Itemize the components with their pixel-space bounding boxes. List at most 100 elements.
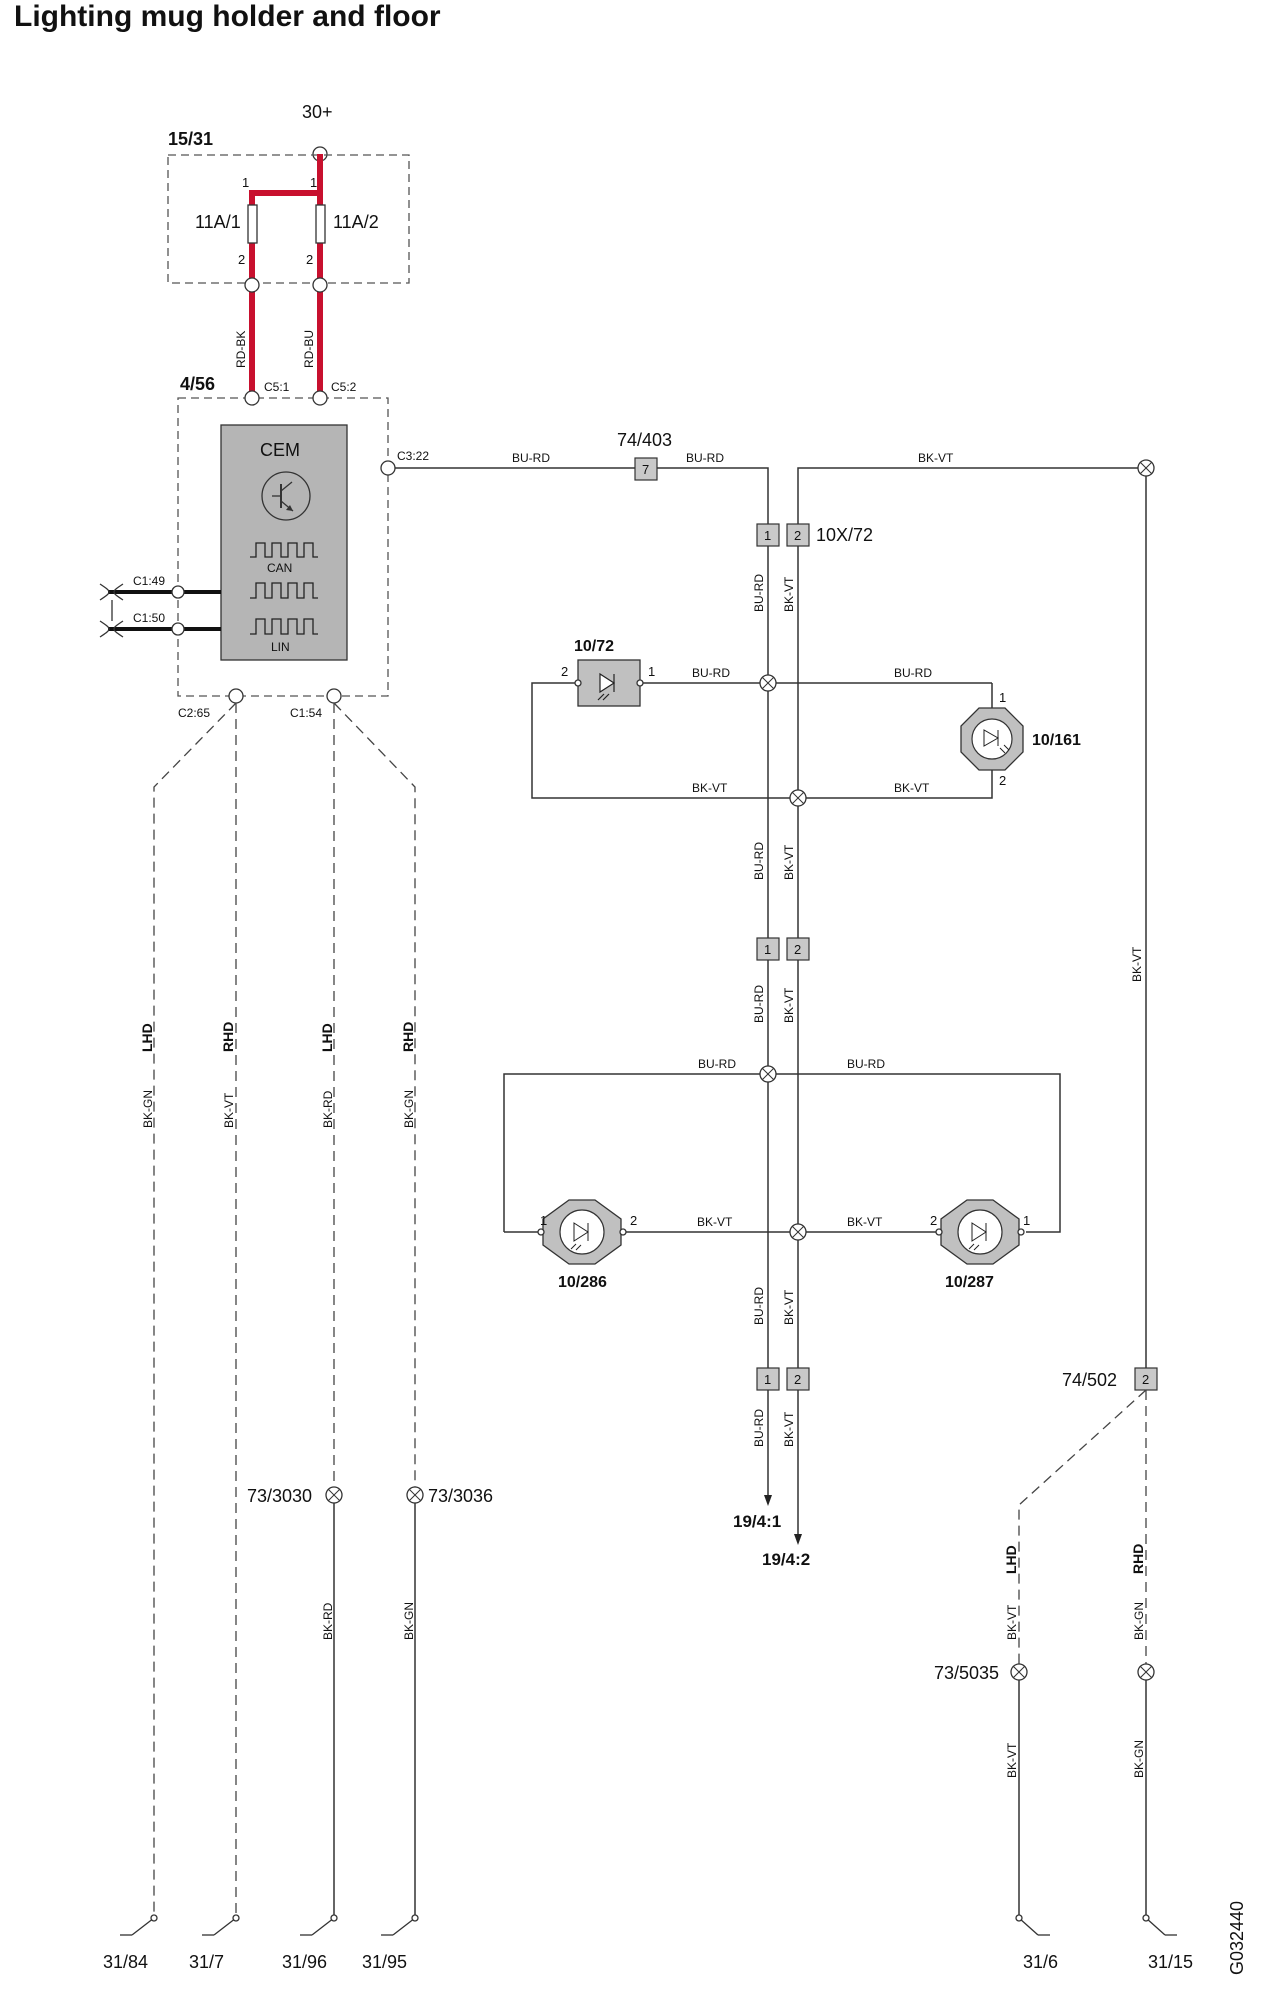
- connector-low-pin1-label: 1: [764, 1372, 771, 1387]
- connector-mid-pin1-label: 1: [764, 942, 771, 957]
- figure-id: G032440: [1227, 1901, 1247, 1975]
- wire-label-bk-vt-v3: BK-VT: [782, 987, 796, 1023]
- wire-label-bu-rd-v1: BU-RD: [752, 574, 766, 612]
- can-label: CAN: [267, 561, 292, 575]
- led-icon-10-72: [597, 672, 616, 701]
- fuse-11a2: [315, 204, 326, 244]
- ground-31-6-icon: [1015, 1914, 1050, 1936]
- wire-label-rd-bu: RD-BU: [302, 330, 316, 368]
- lamp-10-286-label: 10/286: [558, 1274, 607, 1291]
- cem-pin-c2-65: C2:65: [178, 706, 210, 720]
- splice-73-3030-label: 73/3030: [247, 1486, 312, 1506]
- ground-31-6-label: 31/6: [1023, 1952, 1058, 1972]
- lamp-10-287: [940, 1199, 1020, 1265]
- wire-label-bk-vt-4: BK-VT: [697, 1215, 733, 1229]
- fuse2-pin2: 2: [306, 252, 313, 267]
- ground-31-84-label: 31/84: [103, 1952, 148, 1972]
- wire-label-bk-vt-v1: BK-VT: [782, 576, 796, 612]
- diagram-title: Lighting mug holder and floor: [14, 0, 441, 33]
- ground-31-15-icon: [1142, 1914, 1177, 1936]
- cem-c1-54-node: [326, 688, 342, 704]
- wire-label-bk-gn-1: BK-GN: [141, 1090, 155, 1128]
- ground-31-15-label: 31/15: [1148, 1952, 1193, 1972]
- lamp-10-72-pin2-node: [574, 679, 582, 687]
- cem-c2-65-node: [228, 688, 244, 704]
- wire-bk-vt-loop-1: [531, 682, 993, 799]
- can-twist-icon: [99, 583, 124, 601]
- cem-c1-50-node: [171, 622, 185, 636]
- lamp-10-72-pin1: 1: [648, 664, 655, 679]
- connector-10x72-pin2-label: 2: [794, 528, 801, 543]
- connector-low-pin2-label: 2: [794, 1372, 801, 1387]
- fuse-box: [167, 154, 410, 284]
- lamp-10-161-pin1: 1: [999, 690, 1006, 705]
- wire-label-bk-vt-1: BK-VT: [222, 1092, 236, 1128]
- cem-pin-c1-49: C1:49: [133, 574, 165, 588]
- lamp-10-286-pin1-node: [537, 1228, 545, 1236]
- variant-lhd-3: LHD: [1003, 1545, 1019, 1574]
- connector-74-403-label: 74/403: [617, 430, 672, 450]
- wire-label-bk-gn-2: BK-GN: [402, 1090, 416, 1128]
- connector-74-502-label: 74/502: [1062, 1370, 1117, 1390]
- cem-unit: [220, 424, 348, 661]
- cem-module-border: [177, 397, 389, 697]
- fuse1-label: 11A/1: [195, 212, 241, 232]
- lamp-10-286-pin1: 1: [540, 1213, 547, 1228]
- variant-lhd-2: LHD: [319, 1023, 335, 1052]
- wire-label-bu-rd-v2: BU-RD: [752, 842, 766, 880]
- wire-bu-rd-2: [657, 467, 769, 524]
- can-twist-icon-2: [99, 600, 124, 638]
- fuse-11a1: [247, 204, 258, 244]
- cem-id: 4/56: [180, 374, 215, 394]
- arrow-19-4-2-icon: [794, 1534, 802, 1545]
- connector-10x72-label: 10X/72: [816, 525, 873, 545]
- connector-10x72-pin1-label: 1: [764, 528, 771, 543]
- cem-pin-c5-2: C5:2: [331, 380, 357, 394]
- lamp-10-72-label: 10/72: [574, 638, 614, 655]
- wire-label-bu-rd-2: BU-RD: [686, 451, 724, 465]
- wire-label-bk-rd-2: BK-RD: [321, 1602, 335, 1640]
- wire-bu-rd-loop-2: [503, 1073, 1061, 1233]
- splice-73-3030-icon: [325, 1486, 343, 1504]
- wire-label-bk-vt-v4: BK-VT: [782, 1289, 796, 1325]
- lamp-10-286-pin2-node: [619, 1228, 627, 1236]
- lamp-10-161: [960, 707, 1024, 771]
- wire-c2-65-lhd: [153, 702, 237, 1918]
- wire-label-bu-rd-v4: BU-RD: [752, 1287, 766, 1325]
- splice-bk-vt-row2-icon: [789, 1223, 807, 1241]
- cem-c3-22-node: [380, 460, 396, 476]
- connector-74-502-pin: 2: [1142, 1372, 1149, 1387]
- wire-label-bk-rd-1: BK-RD: [321, 1090, 335, 1128]
- wire-74-502-lhd: [1018, 1389, 1147, 1668]
- fuse1-pin2: 2: [238, 252, 245, 267]
- splice-73-5035-icon: [1010, 1663, 1028, 1681]
- wire-c1-54-rhd: [333, 702, 416, 1495]
- fuse2-pin1: 1: [310, 175, 317, 190]
- fuse2-label: 11A/2: [333, 212, 379, 232]
- wire-label-bk-vt-5: BK-VT: [847, 1215, 883, 1229]
- variant-rhd-1: RHD: [220, 1022, 236, 1052]
- wire-label-bu-rd-3: BU-RD: [692, 666, 730, 680]
- continuation-19-4-2: 19/4:2: [762, 1550, 810, 1569]
- fuse1-out-node: [244, 277, 260, 293]
- lamp-10-161-label: 10/161: [1032, 732, 1081, 749]
- wire-label-rd-bk: RD-BK: [234, 331, 248, 368]
- can-signal-icon: [250, 542, 318, 558]
- ground-31-95-label: 31/95: [362, 1952, 407, 1972]
- wire-label-bk-vt-2: BK-VT: [692, 781, 728, 795]
- lin-signal-icon: [250, 618, 318, 635]
- wire-label-bu-rd-4: BU-RD: [894, 666, 932, 680]
- wire-bk-vt-top: [797, 467, 1146, 524]
- wire-label-bk-gn-5: BK-GN: [1132, 1740, 1146, 1778]
- lin-label: LIN: [271, 640, 290, 654]
- fuse2-out-node: [312, 277, 328, 293]
- connector-mid-pin2-label: 2: [794, 942, 801, 957]
- lamp-10-287-pin2-node: [935, 1228, 943, 1236]
- cem-pin-c5-1: C5:1: [264, 380, 290, 394]
- wire-label-bk-vt-v5: BK-VT: [782, 1411, 796, 1447]
- wire-label-bu-rd-6: BU-RD: [847, 1057, 885, 1071]
- splice-73-5035-label: 73/5035: [934, 1663, 999, 1683]
- continuation-19-4-1: 19/4:1: [733, 1512, 781, 1531]
- cem-pin-c1-54: C1:54: [290, 706, 322, 720]
